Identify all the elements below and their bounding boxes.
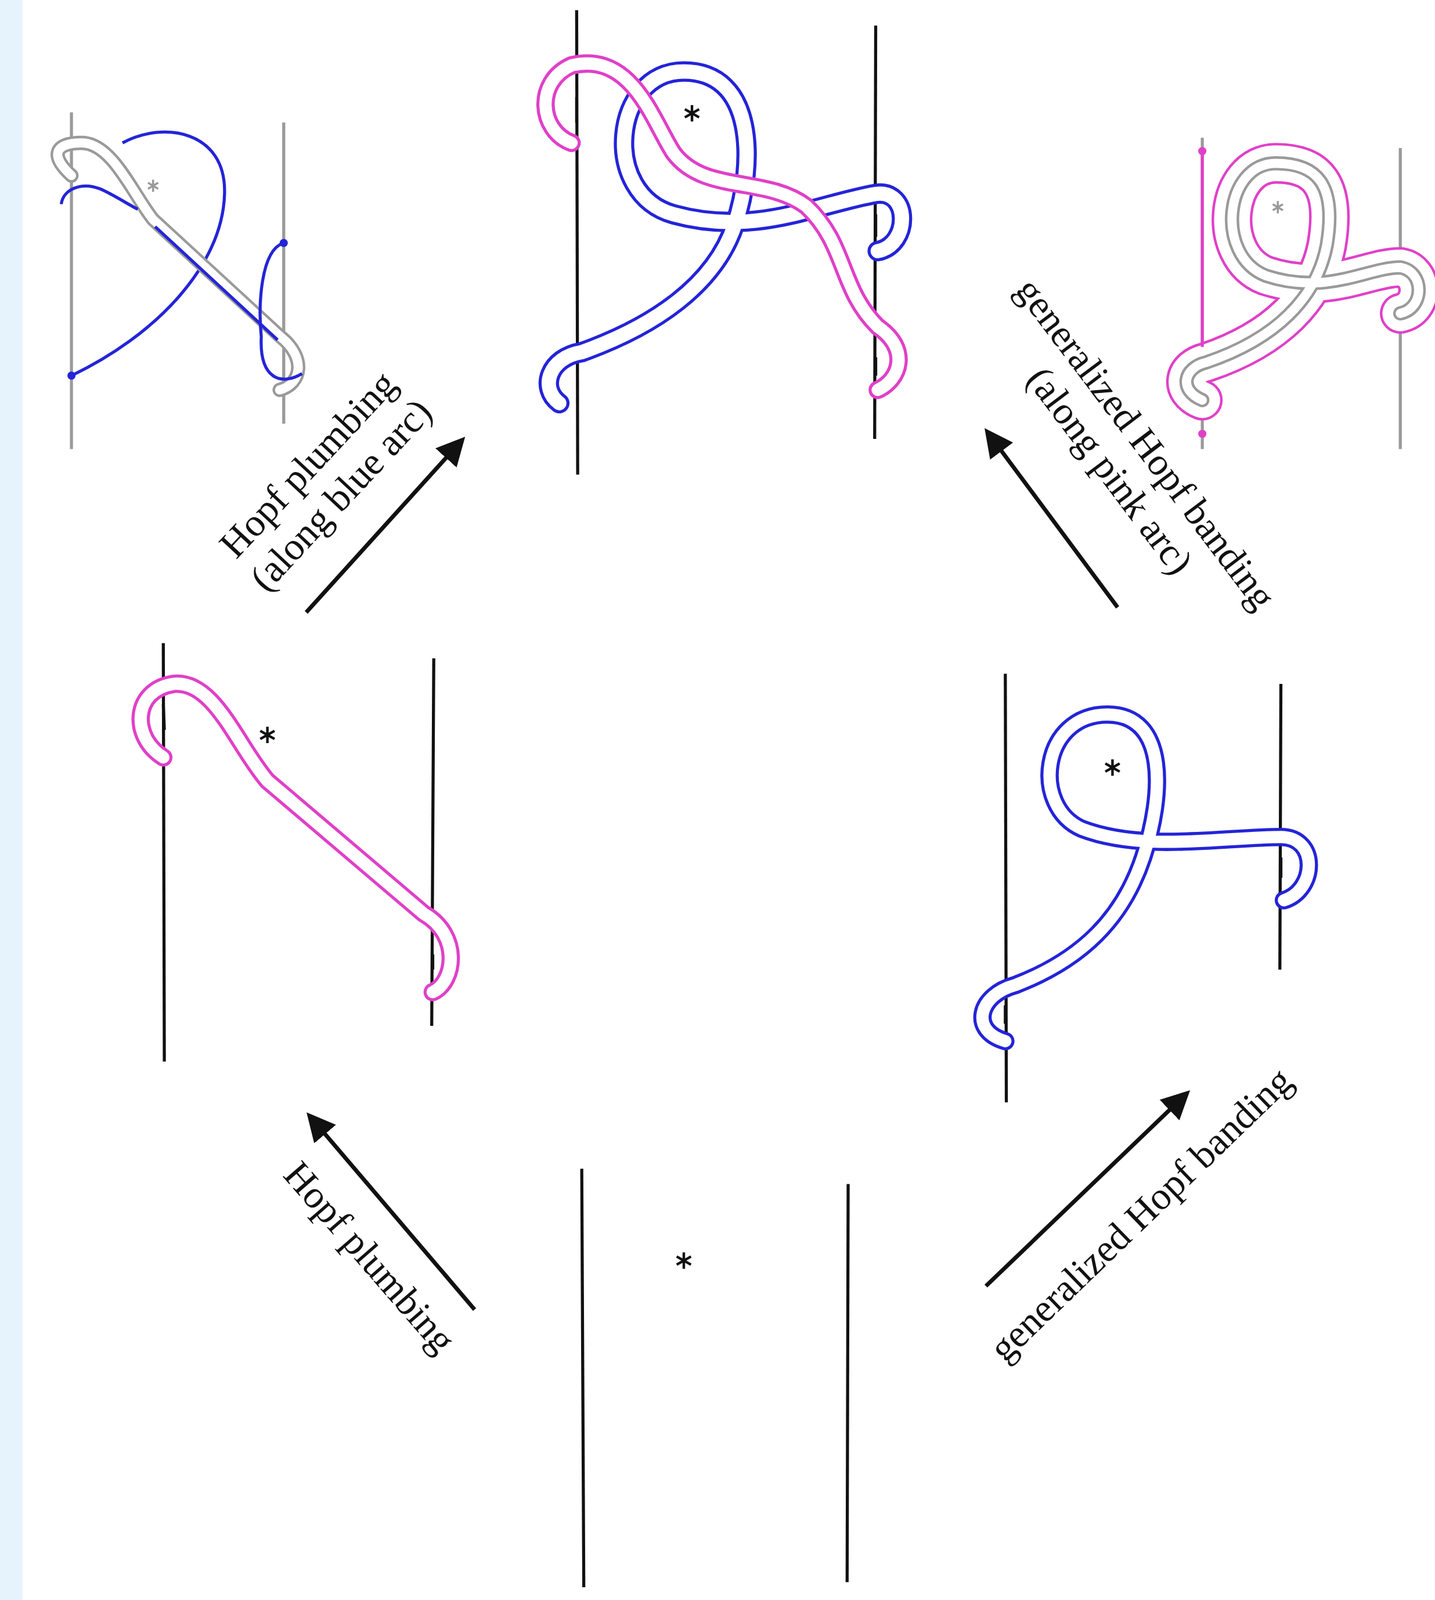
arrow-label: generalized Hopf banding [980, 1058, 1301, 1371]
arrow-label: generalized Hopf banding (along pink arc… [945, 234, 1312, 680]
